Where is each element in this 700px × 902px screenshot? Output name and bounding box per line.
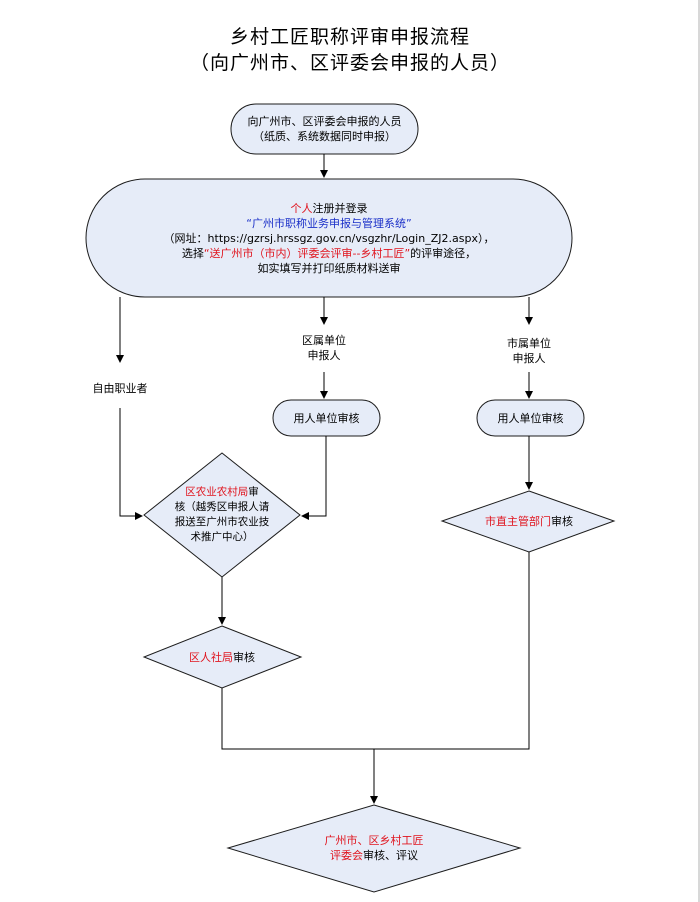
start-node-text: 向广州市、区评委会申报的人员 （纸质、系统数据同时申报） — [231, 104, 418, 154]
employer-review-district-text: 用人单位审核 — [293, 411, 360, 425]
freelance-label: 自由职业者 — [92, 382, 148, 395]
district-unit-label: 区属单位 申报人 — [284, 333, 364, 363]
register-node-text: 个人注册并登录 “广州市职称业务申报与管理系统” （网址：https://gzr… — [100, 186, 558, 290]
agri-bureau-review: 审 — [248, 486, 259, 498]
agri-bureau-line1: 区农业农村局审 — [185, 485, 259, 500]
arrow-freelance-to-agri — [119, 408, 143, 520]
city-unit-line1: 市属单位 — [507, 337, 551, 350]
register-individual: 个人 — [290, 201, 313, 215]
arrow-district-review-to-agri — [301, 436, 327, 520]
page-subtitle: （向广州市、区评委会申报的人员） — [189, 52, 510, 74]
hrss-bureau-name: 区人社局 — [189, 650, 233, 664]
final-committee: 评委会 — [330, 849, 363, 862]
city-dept-name: 市直主管部门 — [485, 514, 551, 528]
agri-bureau-name: 区农业农村局 — [185, 486, 249, 498]
register-line5: 如实填写并打印纸质材料送审 — [257, 261, 401, 275]
line-dept-to-merge — [374, 552, 530, 750]
register-line4: 选择“送广州市（市内）评委会评审--乡村工匠”的评审途径， — [182, 246, 476, 261]
employer-review-city-text: 用人单位审核 — [497, 411, 564, 425]
register-line1: 个人注册并登录 — [291, 201, 368, 216]
hrss-bureau-text: 区人社局审核 — [167, 648, 277, 666]
right-edge-divider — [698, 0, 700, 902]
final-review-diamond — [226, 804, 522, 893]
start-line2: （纸质、系统数据同时申报） — [253, 130, 396, 143]
final-review-text: 广州市、区乡村工匠 评委会审核、评议 — [294, 831, 454, 865]
agri-bureau-line4: 术推广中心） — [190, 531, 254, 543]
city-dept-text: 市直主管部门审核 — [462, 512, 596, 530]
city-unit-line2: 申报人 — [512, 352, 546, 365]
agri-bureau-line2: 核（越秀区申报人请 — [174, 501, 270, 513]
city-unit-label: 市属单位 申报人 — [489, 336, 569, 366]
agri-bureau-line3: 报送至广州市农业技 — [174, 516, 270, 528]
district-unit-line2: 申报人 — [307, 349, 341, 362]
employer-review-city-node — [476, 399, 585, 437]
register-system-name: “广州市职称业务申报与管理系统” — [246, 216, 412, 230]
hrss-bureau-review: 审核 — [233, 650, 255, 664]
line-hrss-to-merge — [221, 688, 374, 750]
register-node — [85, 178, 573, 298]
city-dept-review: 审核 — [551, 514, 573, 528]
page-title: 乡村工匠职称评审申报流程 — [229, 26, 470, 48]
register-url: （网址：https://gzrsj.hrssgz.gov.cn/vsgzhr/L… — [163, 231, 495, 245]
final-committee-name: 广州市、区乡村工匠 — [324, 834, 424, 847]
final-line2: 评委会审核、评议 — [330, 848, 418, 863]
register-login-text: 注册并登录 — [312, 201, 368, 215]
register-route-suffix: 的评审途径， — [410, 246, 477, 260]
district-unit-line1: 区属单位 — [302, 334, 346, 347]
register-route: “送广州市（市内）评委会评审--乡村工匠” — [203, 246, 411, 260]
register-select: 选择 — [181, 246, 204, 260]
start-line1: 向广州市、区评委会申报的人员 — [247, 115, 402, 128]
final-review-action: 审核、评议 — [363, 849, 418, 862]
agri-bureau-text: 区农业农村局审 核（越秀区申报人请 报送至广州市农业技 术推广中心） — [167, 484, 277, 546]
